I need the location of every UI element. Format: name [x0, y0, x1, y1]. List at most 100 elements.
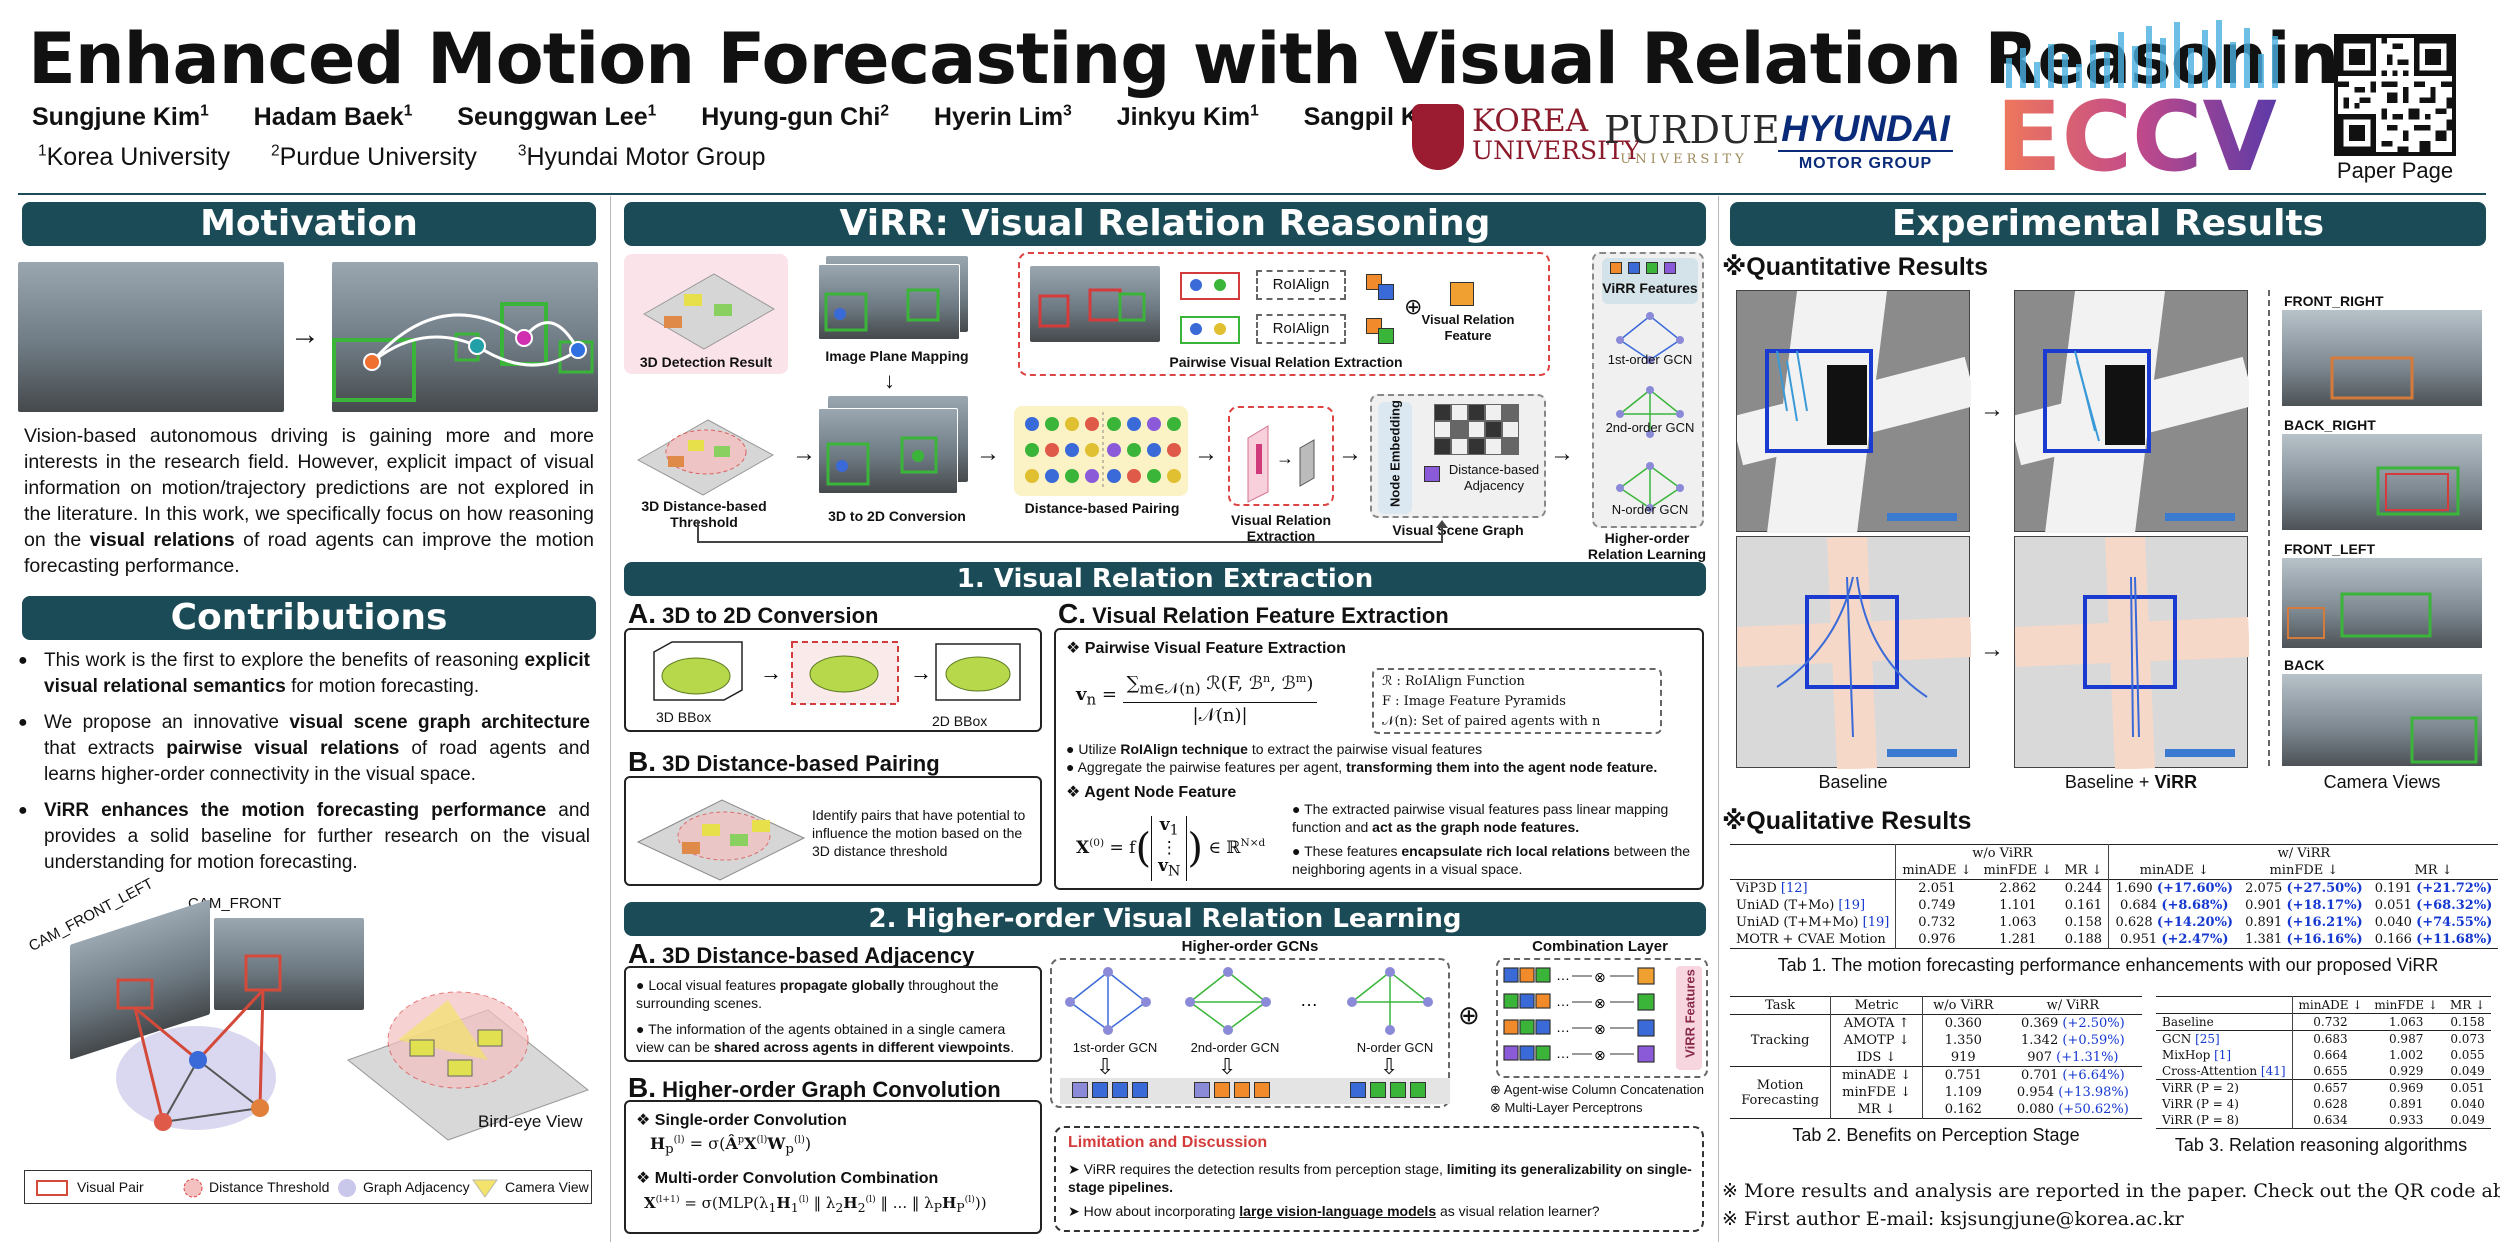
col-baseline-label: Baseline: [1818, 772, 1888, 792]
footnote-email[interactable]: ※ First author E-mail: ksjsungjune@korea…: [1722, 1208, 2184, 1230]
author: Jinkyu Kim1: [1116, 103, 1259, 132]
virr-pipeline-figure: 3D Detection Result Image Plane Mapping …: [622, 250, 1708, 562]
baseline-map-1: [1730, 290, 1978, 533]
header-divider: [18, 193, 2486, 195]
svg-text:⊗: ⊗: [1594, 1021, 1606, 1037]
pvfe-heading: ❖ Pairwise Visual Feature Extraction: [1066, 640, 1346, 657]
anf-equation: X(0) = f(v1⋮vN) ∈ ℝN×d: [1076, 815, 1266, 881]
anf-heading: ❖ Agent Node Feature: [1066, 784, 1237, 801]
baseline-map-2: [1736, 536, 1972, 770]
sec1-a-box: → → 3D BBox 2D BBox: [624, 628, 1042, 732]
sec1-b-heading: B. 3D Distance-based Pairing: [628, 746, 940, 777]
legend-label: Visual Pair: [77, 1179, 144, 1195]
col-cameras-label: Camera Views: [2323, 772, 2441, 792]
arrow-right-icon: →: [1194, 440, 1218, 467]
camera-image-front-right: [2282, 310, 2482, 406]
bbox-2d-label: 2D BBox: [932, 713, 988, 729]
cam-front-label: CAM_FRONT: [188, 895, 282, 912]
svg-text:→: →: [1276, 448, 1294, 468]
distance-threshold-figure: [628, 400, 778, 500]
table-3-caption: Tab 3. Relation reasoning algorithms: [2174, 1135, 2468, 1155]
eccv-logo: ECCV: [1996, 18, 2296, 193]
concat-symbol-icon: ⊕: [1458, 1000, 1480, 1030]
svg-text:ECCV: ECCV: [1996, 81, 2277, 178]
list-item: We propose an innovative visual scene gr…: [18, 710, 590, 788]
higher-order-box: ViRR Features 1st-order GCN 2nd-order GC…: [1592, 252, 1704, 528]
anf-bullets: ● The extracted pairwise visual features…: [1292, 801, 1691, 877]
vre-box: →: [1228, 406, 1334, 506]
legend-label: Distance Threshold: [209, 1179, 330, 1195]
dist-label: 3D Distance-based Threshold: [641, 498, 767, 530]
bbox-3d-label: 3D BBox: [656, 709, 712, 725]
hyundai-logo: HYUNDAI MOTOR GROUP: [1778, 108, 1953, 173]
vre-label: Visual Relation Extraction: [1230, 512, 1332, 544]
svg-text:…: …: [1556, 967, 1570, 983]
author: Hyung-gun Chi2: [701, 103, 889, 132]
arrow-down-icon: ⇩: [1218, 1054, 1237, 1079]
author: Hyerin Lim3: [933, 103, 1072, 132]
qualitative-heading: ※Qualitative Results: [1722, 807, 1972, 835]
arrow-right-icon: →: [1338, 440, 1362, 467]
arrow-down-icon: ↓: [884, 368, 895, 393]
hor-label: Higher-order Relation Learning: [1587, 530, 1707, 562]
soc-equation: Hp(l) = σ(ÂpX(l)Wp(l)): [650, 1134, 812, 1158]
conv-label: 3D to 2D Conversion: [828, 508, 966, 524]
arrow-right-icon: →: [290, 318, 320, 351]
camera-divider: [2268, 290, 2270, 766]
cam-front-image: [214, 918, 364, 1010]
sec2-a-box: ● Local visual features propagate global…: [624, 966, 1042, 1062]
sec2-b-box: ❖ Single-order Convolution Hp(l) = σ(ÂpX…: [624, 1100, 1042, 1234]
motivation-annotated-image: [332, 262, 598, 412]
ipm-label: Image Plane Mapping: [825, 348, 969, 364]
pairing-label: Distance-based Pairing: [1024, 500, 1180, 516]
virr-map-2: [2014, 536, 2250, 770]
arrow-right-icon: →: [1980, 636, 2004, 663]
detection-result: 3D Detection Result: [624, 254, 788, 374]
motivation-camera-image: [18, 262, 284, 412]
section1-banner: 1. Visual Relation Extraction: [624, 562, 1706, 596]
poster-title: Enhanced Motion Forecasting with Visual …: [28, 18, 2389, 100]
col-virr-label: Baseline + ViRR: [2064, 772, 2198, 792]
pairing-box: [1014, 406, 1188, 496]
contributions-banner: Contributions: [22, 596, 596, 640]
sec1-b-text: Identify pairs that have potential to in…: [812, 807, 1026, 859]
list-item: This work is the first to explore the be…: [18, 648, 590, 700]
paper-qr-code[interactable]: [2334, 34, 2456, 156]
camera-image-front-left: [2282, 558, 2482, 648]
sec1-b-box: Identify pairs that have potential to in…: [624, 776, 1042, 886]
svg-text:⊗: ⊗: [1594, 1047, 1606, 1063]
arrow-down-icon: ⇩: [1380, 1054, 1399, 1079]
sec2-a-heading: A. 3D Distance-based Adjacency: [628, 938, 975, 969]
camera-image-back-right: [2282, 434, 2482, 530]
moc-heading: ❖ Multi-order Convolution Combination: [636, 1170, 939, 1187]
motivation-banner: Motivation: [22, 202, 596, 246]
birds-eye-label: Bird-eye View: [478, 1112, 583, 1131]
pvfe-bullets: ● Utilize RoIAlign technique to extract …: [1066, 741, 1658, 775]
svg-text:⊗: ⊗: [1594, 995, 1606, 1011]
arrow-down-icon: ⇩: [1096, 1054, 1115, 1079]
camera-label: BACK_RIGHT: [2284, 417, 2376, 433]
svg-text:…: …: [1556, 1019, 1570, 1035]
image-plane-stack: [818, 256, 968, 340]
author-list: Sungjune Kim1 Hadam Baek1 Seunggwan Lee1…: [32, 103, 1495, 132]
camera-label: BACK: [2284, 657, 2325, 673]
author: Hadam Baek1: [253, 103, 413, 132]
purdue-logo: PURDUE UNIVERSITY: [1604, 108, 1780, 167]
footnote-more-results: ※ More results and analysis are reported…: [1722, 1180, 2500, 1202]
motivation-text: Vision-based autonomous driving is gaini…: [24, 425, 594, 577]
